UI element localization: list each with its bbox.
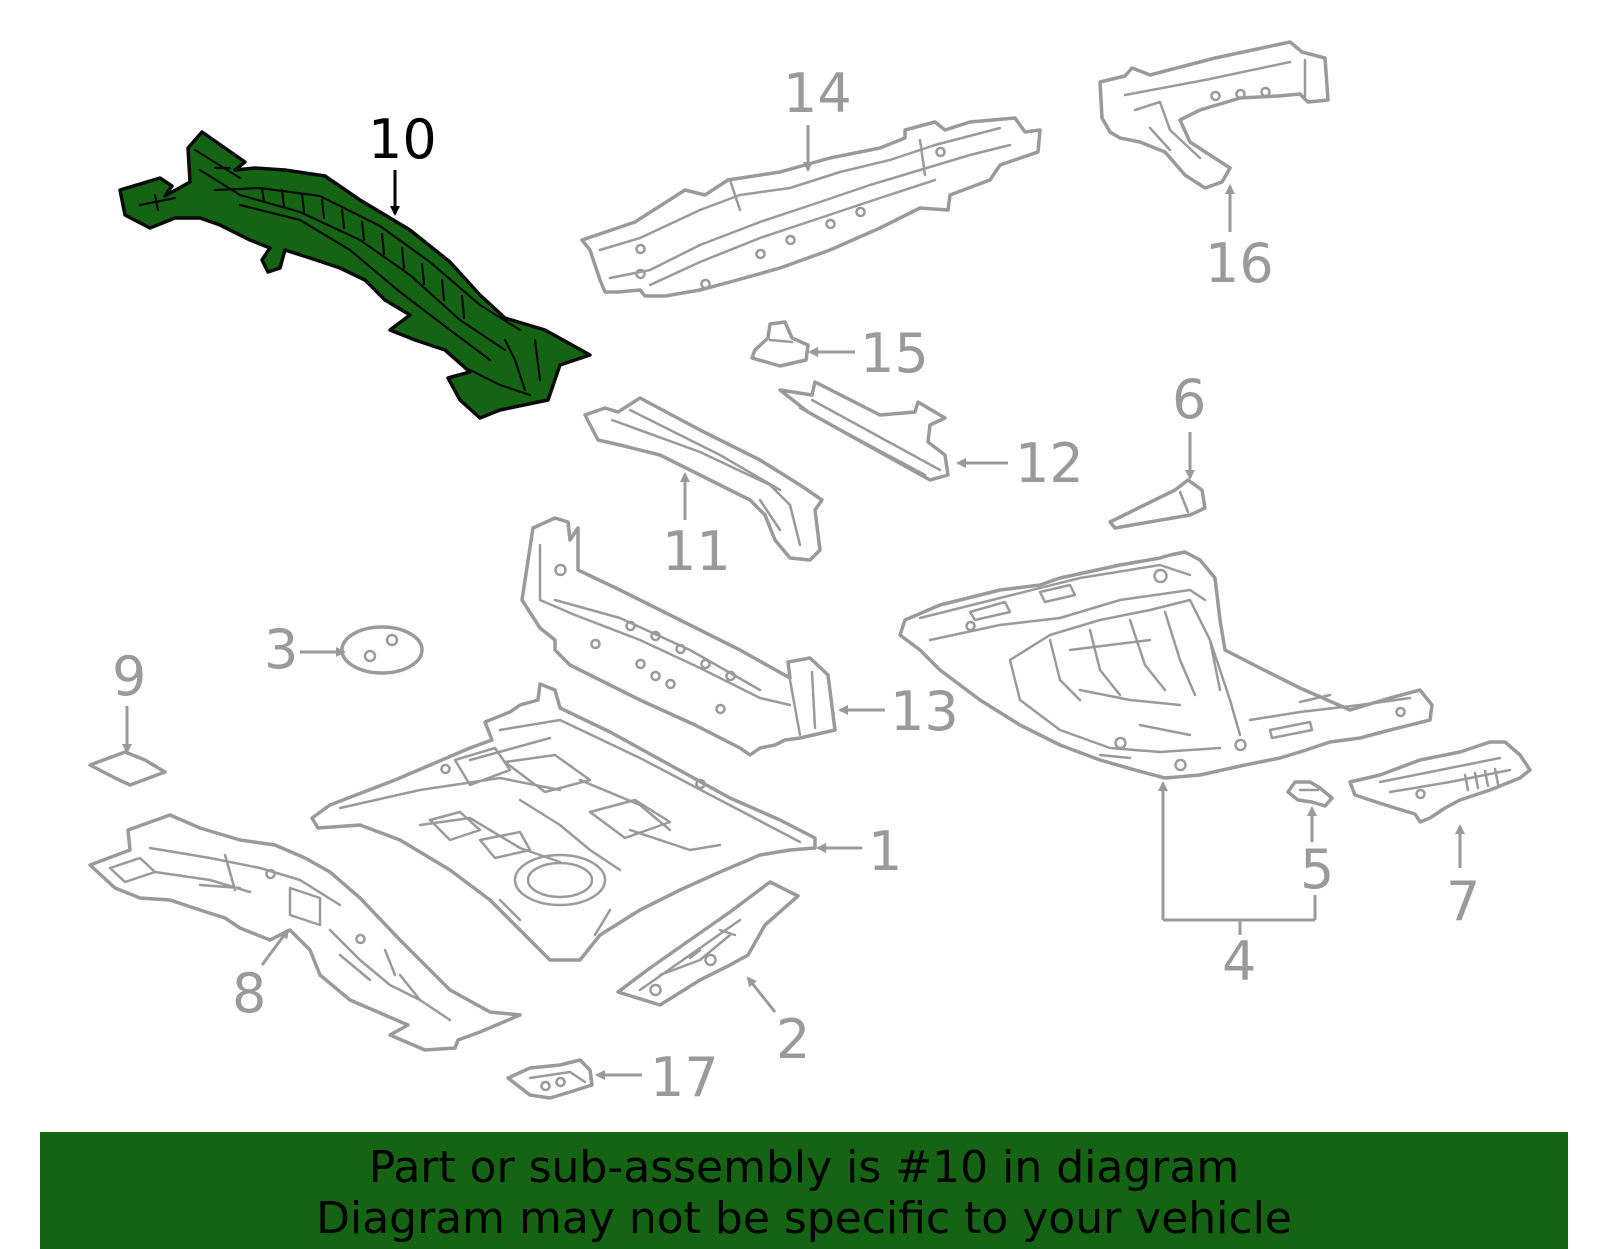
callout-9[interactable]: 9	[112, 645, 146, 708]
banner-line-1: Part or sub-assembly is #10 in diagram	[368, 1142, 1240, 1193]
banner-line-2: Diagram may not be specific to your vehi…	[316, 1193, 1292, 1244]
part-2[interactable]	[616, 880, 800, 1007]
part-14[interactable]	[580, 116, 1042, 298]
part-8[interactable]	[88, 813, 522, 1052]
callout-1[interactable]: 1	[868, 820, 902, 883]
part-11[interactable]	[583, 396, 824, 562]
callout-16[interactable]: 16	[1205, 232, 1274, 295]
callout-4[interactable]: 4	[1222, 930, 1256, 993]
callouts: 10 14 16 15 12 6 11 3 13 9 1 8	[112, 62, 1480, 1109]
callout-13[interactable]: 13	[890, 680, 959, 743]
part-4[interactable]	[898, 550, 1434, 780]
part-5[interactable]	[1286, 780, 1334, 808]
callout-3[interactable]: 3	[264, 618, 298, 681]
part-15[interactable]	[750, 320, 810, 368]
part-3[interactable]	[340, 625, 424, 675]
callout-14[interactable]: 14	[783, 62, 852, 125]
part-13[interactable]	[520, 516, 837, 757]
callout-8[interactable]: 8	[232, 962, 266, 1025]
part-6[interactable]	[1108, 478, 1207, 530]
part-16[interactable]	[1098, 40, 1330, 190]
callout-2[interactable]: 2	[776, 1008, 810, 1071]
callout-5[interactable]: 5	[1300, 838, 1334, 901]
callout-17[interactable]: 17	[650, 1046, 719, 1109]
callout-15[interactable]: 15	[860, 322, 929, 385]
info-banner: Part or sub-assembly is #10 in diagram D…	[40, 1132, 1568, 1249]
part-10-highlighted[interactable]	[118, 130, 592, 420]
part-1[interactable]	[310, 682, 817, 962]
callout-12[interactable]: 12	[1015, 432, 1084, 495]
part-12[interactable]	[778, 380, 950, 482]
part-7[interactable]	[1348, 740, 1532, 824]
part-9[interactable]	[88, 750, 167, 787]
callout-6[interactable]: 6	[1172, 368, 1206, 431]
callout-10[interactable]: 10	[368, 108, 437, 171]
callout-11[interactable]: 11	[662, 520, 731, 583]
part-17[interactable]	[506, 1058, 594, 1100]
callout-7[interactable]: 7	[1446, 870, 1480, 933]
